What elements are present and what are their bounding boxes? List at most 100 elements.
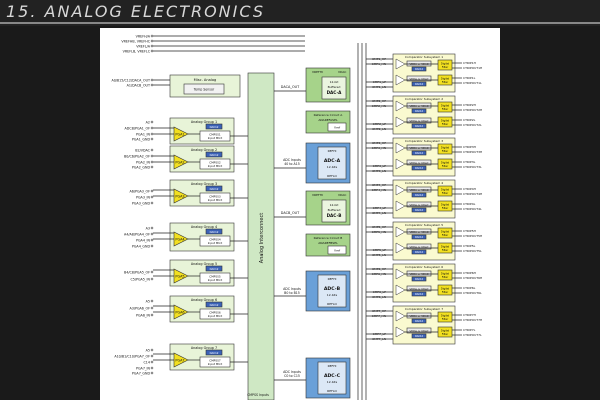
cmpss-mux-label: CMPSS3 (209, 194, 221, 198)
dac-badge-label: DAC12 (210, 351, 219, 355)
pin-label: PGA3_IN (136, 196, 151, 200)
pin-label: VREFH/A (136, 35, 151, 39)
pin-dot (150, 244, 154, 248)
ctrip-low: CTRIP7L (463, 328, 476, 332)
filter-label-sub: Filter (442, 248, 449, 252)
pin-dot (150, 354, 154, 358)
ctrip-low: CTRIP1L (463, 76, 476, 80)
ctrip-high: CTRIP5H (463, 229, 476, 233)
cmp-dac-badge (411, 108, 427, 114)
pin-dot (150, 137, 154, 141)
dac-badge (205, 123, 223, 130)
adc-c-inputs-label: ADC Inputs (283, 370, 301, 374)
page-header: 15. ANALOG ELECTRONICS (0, 0, 600, 26)
filter-label-sub: Filter (442, 149, 449, 153)
analog-group-title: Analog Group 5 (191, 262, 217, 266)
pin-label: PGA2_IN (136, 161, 151, 165)
digital-filter-high (437, 185, 453, 197)
cmp-dac-label: DAC12 (415, 68, 424, 71)
comparator-high-triangle (395, 184, 406, 196)
comparator-title: Comparator Subsystem 6 (405, 265, 443, 269)
dac-badge-label: DAC12 (210, 303, 219, 307)
reference-sel: ANAREFASEL (318, 118, 338, 122)
analog-group-title: Analog Group 1 (191, 120, 217, 124)
vdda-box (406, 159, 432, 166)
cmpss-mux-label: CMPSS6 (209, 310, 221, 314)
ctripout-low: CTRIPOUT4L (463, 207, 482, 211)
comparator-low-triangle (395, 158, 406, 170)
dac-vdac-label: VDAC (338, 193, 346, 197)
adc-name: ADC-C (324, 373, 341, 379)
filter-label: Digital (441, 245, 450, 249)
pin-label: PGA4_IN (136, 239, 151, 243)
cmpss-mux-label: CMPSS4 (209, 237, 221, 241)
filter-label-sub: Filter (442, 164, 449, 168)
vdda-box (406, 144, 432, 151)
pin-label: ADCB/PGA1_OF (124, 127, 150, 131)
pin-label: PGA1_GND (132, 138, 151, 142)
pin-dot (150, 299, 154, 303)
dac-badge-label: DAC12 (210, 153, 219, 157)
dac-badge (205, 185, 223, 192)
pin-label: B4/C8/PGA5_OF (124, 271, 150, 275)
comparator-high-triangle (395, 268, 406, 280)
digital-filter-high (437, 101, 453, 113)
pin-dot (150, 277, 154, 281)
comparator-title: Comparator Subsystem 5 (405, 223, 443, 227)
cmpss-mux-sub: Input MUX (208, 241, 223, 245)
pin-dot (150, 366, 154, 370)
pin-dot (150, 360, 154, 364)
filter-label: Digital (441, 146, 450, 150)
cmpss-mux-sub: Input MUX (208, 136, 223, 140)
cmp-dac-badge (411, 249, 427, 255)
vdda-box (406, 102, 432, 109)
cmpss-mux-sub: Input MUX (208, 362, 223, 366)
cmp-dac-badge (411, 333, 427, 339)
dac-core (321, 76, 347, 100)
cmp-dac-label: DAC12 (415, 320, 424, 323)
filter-label: Digital (441, 287, 450, 291)
dac-badge-label: DAC12 (210, 187, 219, 191)
ctrip-low: CTRIP2L (463, 118, 476, 122)
pin-label: C5/PGA5_IN (131, 278, 151, 282)
adc-reflo: REFLO (327, 302, 337, 306)
pin-dot (150, 148, 154, 152)
dac-kind: Buffered (328, 85, 341, 89)
pga-label: PGA5 (175, 275, 184, 279)
pin-label: PGA7_GND (132, 372, 151, 376)
vdda-label: VDDA or VDAC (409, 329, 428, 333)
analog-group-title: Analog Group 6 (191, 298, 217, 302)
adc-b-inputs-sub: B0 to B15 (284, 291, 300, 295)
ctripout-low: CTRIPOUT3L (463, 165, 482, 169)
cmp-dac-badge (411, 66, 427, 72)
cmp-dac-label: DAC12 (415, 251, 424, 254)
cmp-dac-badge (411, 192, 427, 198)
filter-label: Digital (441, 188, 450, 192)
filter-label-sub: Filter (442, 233, 449, 237)
ctrip-low: CTRIP3L (463, 160, 476, 164)
comparator-title: Comparator Subsystem 3 (405, 139, 443, 143)
cmp-dac-label: DAC12 (415, 125, 424, 128)
pin-label: A5 (146, 349, 150, 353)
cmpss-mux-sub: Input MUX (208, 278, 223, 282)
cmp-dac-label: DAC12 (415, 209, 424, 212)
pin-label: A0/B15/C12/DACA_OUT (111, 79, 151, 83)
cmpss-mux-label: CMPSS5 (209, 274, 221, 278)
pin-label: B2/VDAC (135, 149, 150, 153)
pin-label: VREFL/A (136, 45, 150, 49)
adc-a-inputs-sub: 40 to A15 (284, 162, 300, 166)
analog-interconnect-label: Analog Interconnect (259, 213, 265, 263)
pin-label: PGA1_IN (136, 133, 151, 137)
pin-label: PGA4_GND (132, 245, 151, 249)
vdda-box (406, 243, 432, 250)
comparator-low-triangle (395, 284, 406, 296)
ctrip-low: CTRIP6L (463, 286, 476, 290)
dac-name: DAC-A (327, 90, 343, 95)
cmp-dac-badge (411, 276, 427, 282)
analog-group-title: Analog Group 4 (191, 225, 217, 229)
ctripout-low: CTRIPOUT5L (463, 249, 482, 253)
cmp-dac-badge (411, 234, 427, 240)
pin-label: A3/PGA6_OF (130, 307, 151, 311)
pin-label: PGA2_GND (132, 166, 151, 170)
